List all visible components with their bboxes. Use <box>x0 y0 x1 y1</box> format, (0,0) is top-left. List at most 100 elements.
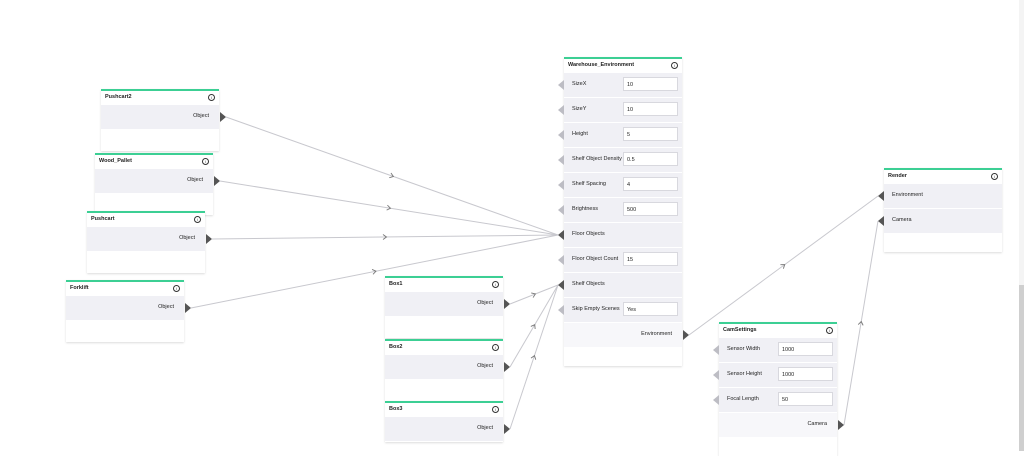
output-row: Object <box>101 105 226 130</box>
sensor-width-field[interactable]: 1000 <box>778 342 833 356</box>
link-wire[interactable] <box>509 284 559 305</box>
node-box3[interactable]: Box3 i Object <box>385 401 510 442</box>
input-label: Floor Objects <box>572 231 605 237</box>
input-row-height: Height 5 <box>558 123 682 148</box>
link-direction-icon <box>530 354 537 360</box>
info-circle-icon[interactable]: i <box>492 406 499 413</box>
info-circle-icon[interactable]: i <box>202 158 209 165</box>
input-port[interactable] <box>558 280 564 290</box>
node-body-spacer <box>884 234 1002 252</box>
link-wire[interactable] <box>509 284 559 368</box>
output-label: Object <box>477 300 493 306</box>
input-port[interactable] <box>558 180 564 190</box>
link-wire[interactable] <box>843 220 879 426</box>
input-label: Floor Object Count <box>572 256 619 262</box>
focal-length-field[interactable]: 50 <box>778 392 833 406</box>
input-port[interactable] <box>558 130 564 140</box>
input-label: Camera <box>892 217 912 223</box>
link-wire[interactable] <box>211 234 559 240</box>
node-render[interactable]: Render i Environment Camera <box>878 168 1002 252</box>
link-direction-icon <box>531 292 537 298</box>
sizey-field[interactable]: 10 <box>623 102 678 116</box>
node-pushcart2[interactable]: Pushcart2 i Object <box>101 89 226 151</box>
shelf-object-density-field[interactable]: 0.5 <box>623 152 678 166</box>
input-port[interactable] <box>558 105 564 115</box>
node-header: Forklift i <box>66 282 184 296</box>
link-wire[interactable] <box>219 180 559 236</box>
input-label: Brightness <box>572 206 598 212</box>
output-port[interactable] <box>504 362 510 372</box>
node-pushcart[interactable]: Pushcart i Object <box>87 211 212 273</box>
sizex-field[interactable]: 10 <box>623 77 678 91</box>
height-field[interactable]: 5 <box>623 127 678 141</box>
link-wire[interactable] <box>190 234 559 309</box>
node-warehouse-environment[interactable]: Warehouse_Environment i SizeX 10 SizeY 1… <box>558 57 689 366</box>
output-port[interactable] <box>683 330 689 340</box>
output-port[interactable] <box>206 234 212 244</box>
output-port[interactable] <box>504 299 510 309</box>
skip-empty-scenes-select[interactable]: Yes <box>623 302 678 316</box>
output-port[interactable] <box>214 176 220 186</box>
input-row-skip-empty-scenes: Skip Empty Scenes Yes <box>558 298 682 323</box>
info-circle-icon[interactable]: i <box>194 216 201 223</box>
node-box1[interactable]: Box1 i Object <box>385 276 510 338</box>
link-wire[interactable] <box>688 195 879 336</box>
output-label: Object <box>477 425 493 431</box>
output-port[interactable] <box>220 112 226 122</box>
input-port[interactable] <box>558 155 564 165</box>
node-body-spacer <box>564 348 682 366</box>
input-port[interactable] <box>558 80 564 90</box>
output-label: Object <box>158 304 174 310</box>
node-camsettings[interactable]: CamSettings i Sensor Width 1000 Sensor H… <box>713 322 844 456</box>
node-box2[interactable]: Box2 i Object <box>385 339 510 401</box>
floor-object-count-field[interactable]: 15 <box>623 252 678 266</box>
node-wood-pallet[interactable]: Wood_Pallet i Object <box>95 153 220 215</box>
info-circle-icon[interactable]: i <box>492 344 499 351</box>
link-wire[interactable] <box>509 284 559 430</box>
info-circle-icon[interactable]: i <box>208 94 215 101</box>
info-circle-icon[interactable]: i <box>671 62 678 69</box>
input-port[interactable] <box>878 216 884 226</box>
input-label: Sensor Height <box>727 371 762 377</box>
output-label: Camera <box>807 421 827 427</box>
input-row-sensor-height: Sensor Height 1000 <box>713 363 837 388</box>
brightness-field[interactable]: 500 <box>623 202 678 216</box>
input-port[interactable] <box>558 305 564 315</box>
input-port[interactable] <box>558 205 564 215</box>
node-forklift[interactable]: Forklift i Object <box>66 280 191 342</box>
input-port[interactable] <box>713 395 719 405</box>
input-label: Height <box>572 131 588 137</box>
scrollbar-thumb[interactable] <box>1019 285 1024 451</box>
output-row: Object <box>87 227 212 252</box>
node-header: CamSettings i <box>719 324 837 338</box>
info-circle-icon[interactable]: i <box>492 281 499 288</box>
sensor-height-field[interactable]: 1000 <box>778 367 833 381</box>
input-port[interactable] <box>878 191 884 201</box>
info-circle-icon[interactable]: i <box>826 327 833 334</box>
input-row-floor-object-count: Floor Object Count 15 <box>558 248 682 273</box>
input-port[interactable] <box>713 370 719 380</box>
vertical-scrollbar[interactable] <box>1019 0 1024 451</box>
input-port[interactable] <box>713 345 719 355</box>
input-label: Shelf Objects <box>572 281 605 287</box>
link-direction-icon <box>382 234 388 240</box>
node-body-spacer <box>101 130 219 151</box>
info-circle-icon[interactable]: i <box>173 285 180 292</box>
node-body-spacer <box>385 317 503 338</box>
info-circle-icon[interactable]: i <box>991 173 998 180</box>
input-port[interactable] <box>558 230 564 240</box>
input-port[interactable] <box>558 255 564 265</box>
shelf-spacing-field[interactable]: 4 <box>623 177 678 191</box>
output-port[interactable] <box>504 424 510 434</box>
input-label: Sensor Width <box>727 346 761 352</box>
node-header: Box2 i <box>385 341 503 355</box>
node-header: Pushcart2 i <box>101 91 219 105</box>
output-row: Object <box>66 296 191 321</box>
output-port[interactable] <box>185 303 191 313</box>
link-wire[interactable] <box>225 116 559 236</box>
output-port[interactable] <box>838 420 844 430</box>
input-row-sizey: SizeY 10 <box>558 98 682 123</box>
node-title: Pushcart2 <box>105 94 132 100</box>
